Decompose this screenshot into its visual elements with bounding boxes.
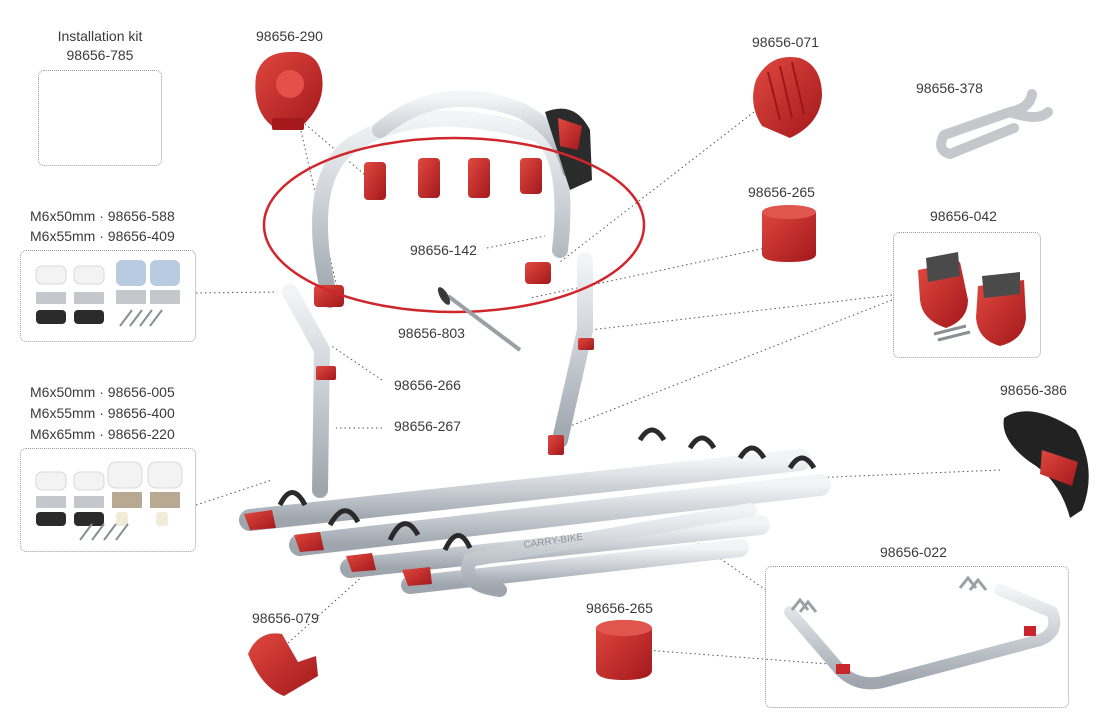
installation-kit-title: Installation kit — [57, 28, 143, 44]
kit-a-line-2: M6x55mm · 98656-409 — [30, 228, 175, 244]
label-98656-079: 98656-079 — [252, 610, 319, 626]
label-98656-266: 98656-266 — [394, 377, 461, 393]
label-98656-803: 98656-803 — [398, 325, 465, 341]
label-98656-290: 98656-290 — [256, 28, 323, 44]
label-98656-267: 98656-267 — [394, 418, 461, 434]
ratchet-part-071 — [753, 56, 822, 138]
installation-kit-box — [38, 70, 162, 166]
cap-part-265-bottom — [596, 620, 652, 680]
kit-b-box — [20, 448, 196, 552]
label-98656-022: 98656-022 — [880, 544, 947, 560]
bolt-part-803 — [437, 287, 522, 352]
highlight-ellipse — [262, 136, 646, 314]
cap-part-265-top — [762, 205, 816, 262]
kit-b-line-1: M6x50mm · 98656-005 — [30, 384, 175, 400]
label-98656-378: 98656-378 — [916, 80, 983, 96]
clamp-part-042 — [918, 252, 1026, 346]
kit-b-line-3: M6x65mm · 98656-220 — [30, 426, 175, 442]
bike-carrier-frame: CARRY-BIKE — [239, 90, 831, 597]
clamp-042-box — [893, 232, 1041, 358]
knob-part-290 — [255, 51, 323, 130]
clip-part-378 — [936, 89, 1053, 160]
label-98656-265-bottom: 98656-265 — [586, 600, 653, 616]
bar-022-box — [765, 566, 1069, 708]
cradle-part-079 — [248, 633, 318, 696]
strap-part-386 — [1003, 411, 1089, 518]
label-98656-142: 98656-142 — [410, 242, 477, 258]
bar-part-022 — [784, 575, 1061, 690]
kit-b-parts — [35, 461, 183, 541]
kit-a-box — [20, 250, 196, 342]
kit-a-line-1: M6x50mm · 98656-588 — [30, 208, 175, 224]
kit-b-line-2: M6x55mm · 98656-400 — [30, 405, 175, 421]
label-98656-042: 98656-042 — [930, 208, 997, 224]
kit-a-parts — [35, 260, 180, 327]
label-98656-071: 98656-071 — [752, 34, 819, 50]
label-98656-386: 98656-386 — [1000, 382, 1067, 398]
installation-kit-code: 98656-785 — [66, 47, 134, 63]
label-98656-265-top: 98656-265 — [748, 184, 815, 200]
